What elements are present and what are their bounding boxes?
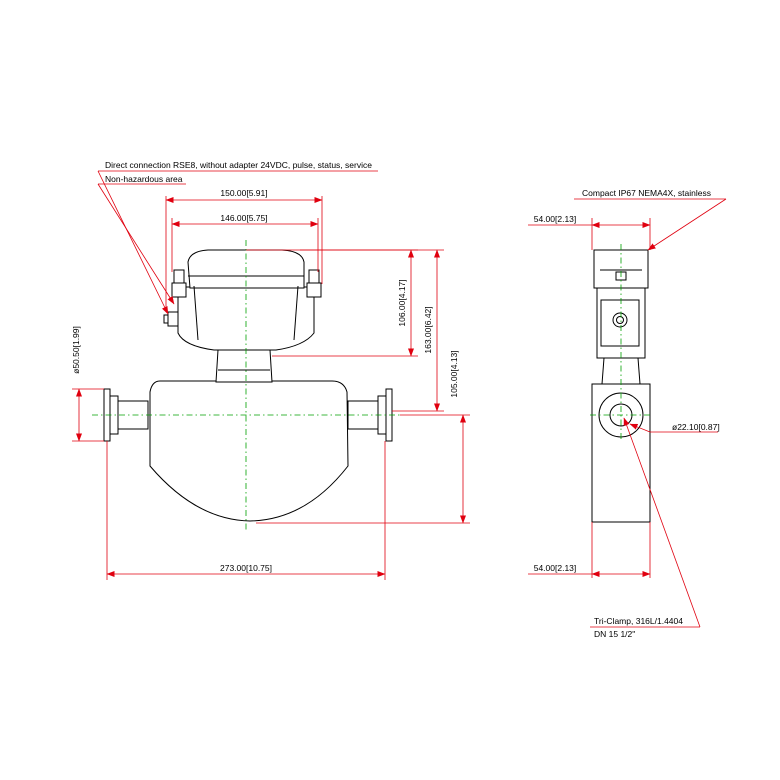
dim-22-label: ø22.10[0.87]	[672, 422, 720, 432]
dim-105-label: 105.00[4.13]	[449, 350, 459, 397]
connection-leader	[97, 170, 169, 315]
sensor-neck	[215, 349, 273, 383]
dim-54-top-label: 54.00[2.13]	[534, 214, 577, 224]
dim-273-label: 273.00[10.75]	[220, 563, 272, 573]
area-leader	[97, 183, 175, 305]
front-view	[92, 240, 402, 530]
note-housing: Compact IP67 NEMA4X, stainless	[582, 188, 711, 198]
side-view	[590, 244, 652, 523]
transmitter-housing	[177, 286, 315, 351]
side-housing-cover	[593, 249, 649, 289]
dim-50-label: ø50.50[1.99]	[71, 326, 81, 374]
rse8-connector	[163, 311, 179, 327]
housing-bolts	[171, 269, 322, 298]
sensor-body	[149, 380, 349, 522]
dim-163-label: 163.00[6.42]	[423, 306, 433, 353]
note-clamp-line2: DN 15 1/2"	[594, 629, 635, 639]
note-connection: Direct connection RSE8, without adapter …	[105, 160, 372, 170]
note-area: Non-hazardous area	[105, 174, 183, 184]
dim-line-22	[629, 423, 651, 433]
dimensions-front: 150.00[5.91] 146.00[5.75] 106.00[4.17] 1…	[71, 188, 470, 580]
clamp-leader	[623, 417, 701, 628]
dim-146-label: 146.00[5.75]	[220, 213, 267, 223]
housing-leader	[647, 198, 727, 251]
dim-150-label: 150.00[5.91]	[220, 188, 267, 198]
dimensions-side: 54.00[2.13] 54.00[2.13] ø22.10[0.87]	[528, 214, 720, 578]
notes: Direct connection RSE8, without adapter …	[97, 160, 727, 639]
dim-54-bottom-label: 54.00[2.13]	[534, 563, 577, 573]
note-clamp-line1: Tri-Clamp, 316L/1.4404	[594, 616, 683, 626]
dim-106-label: 106.00[4.17]	[397, 279, 407, 326]
